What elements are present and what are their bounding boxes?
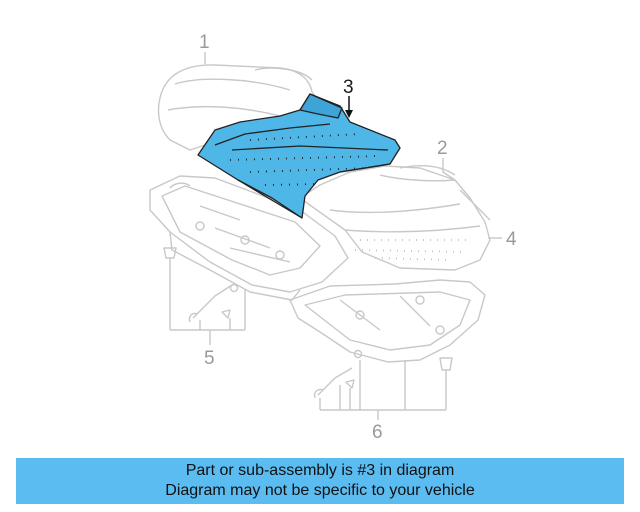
leader-line-2 [442, 158, 456, 181]
pad-texture [354, 239, 470, 261]
arrowhead-3 [345, 110, 353, 118]
callout-3: 3 [343, 77, 354, 98]
callout-6: 6 [372, 422, 383, 443]
clip-set-part-6 [313, 349, 453, 420]
caption-banner: Part or sub-assembly is #3 in diagram Di… [16, 458, 624, 504]
seat-frame [149, 175, 349, 301]
callout-1: 1 [199, 32, 210, 53]
callout-4: 4 [506, 229, 517, 250]
cushion-frame [289, 279, 486, 363]
seat-pad-part-4 [299, 165, 491, 271]
caption-line-1: Part or sub-assembly is #3 in diagram [185, 462, 455, 479]
clip-set-part-5 [163, 247, 246, 345]
caption-line-2: Diagram may not be specific to your vehi… [165, 482, 475, 499]
highlighted-part-3 [197, 93, 401, 219]
callout-2: 2 [437, 138, 448, 159]
callout-5: 5 [204, 348, 215, 369]
parts-diagram: 1 2 3 4 5 6 [149, 32, 517, 443]
